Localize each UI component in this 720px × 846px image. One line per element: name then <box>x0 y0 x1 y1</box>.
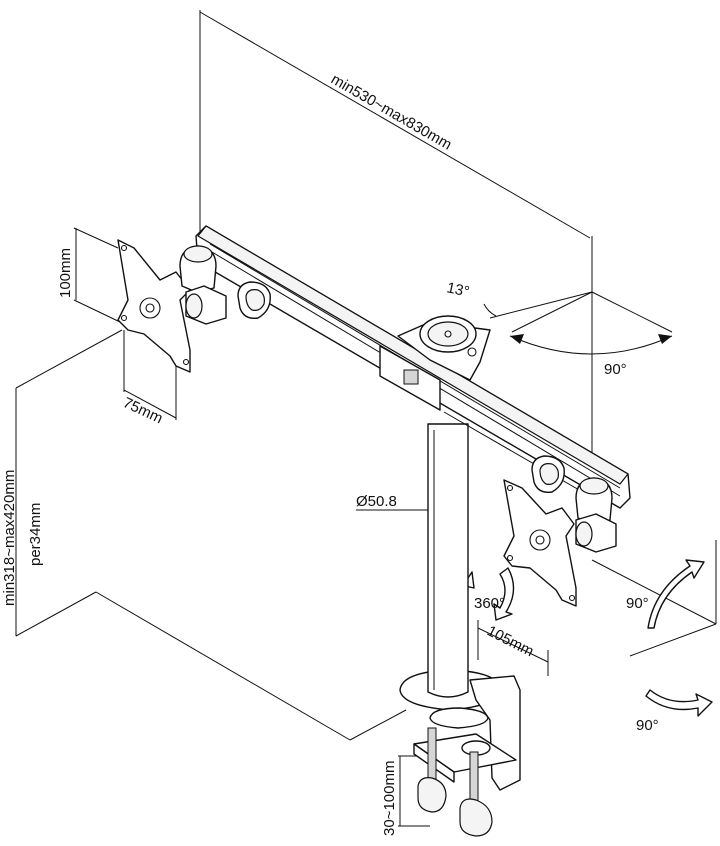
pole <box>427 423 469 698</box>
left-monitor-head <box>117 239 227 373</box>
height-range-label: min318~max420mm <box>1 470 18 606</box>
rotate-arrow-lower-icon <box>645 689 713 717</box>
clamp-range-label: 30~100mm <box>381 761 398 836</box>
clamp-offset-label: 105mm <box>484 622 536 660</box>
height-step-label: per34mm <box>27 503 44 566</box>
right-knob <box>531 455 565 493</box>
rotate-right-label: 90° <box>626 595 649 612</box>
rotation-label: 360° <box>474 595 505 612</box>
left-knob <box>237 281 271 319</box>
rotate-bottom-label: 90° <box>636 717 659 734</box>
right-monitor-head <box>503 477 617 607</box>
tilt-swivel-label: 90° <box>604 361 627 378</box>
tilt-small-label: 13° <box>445 279 471 300</box>
arm-beam <box>195 225 631 509</box>
vesa-height-label: 100mm <box>57 248 74 298</box>
vesa-width-label: 75mm <box>120 394 165 427</box>
centre-hub <box>397 315 491 381</box>
arm-length-label: min530~max830mm <box>328 71 455 154</box>
dimension-lines <box>15 10 717 827</box>
swivel-arrow-right-icon <box>493 567 515 621</box>
rotate-arrow-upper-icon <box>647 559 705 629</box>
pole-diameter-label: Ø50.8 <box>356 493 397 510</box>
